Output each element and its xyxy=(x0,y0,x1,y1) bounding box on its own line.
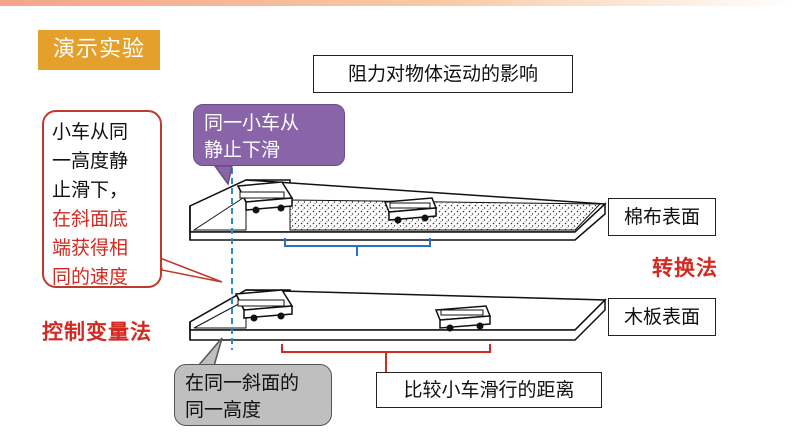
left-callout-pointer xyxy=(159,256,223,283)
bottom-cart-stopped xyxy=(434,305,492,332)
gray-line-2: 同一高度 xyxy=(185,399,262,421)
same-cart-callout: 同一小车从 静止下滑 xyxy=(193,104,345,166)
top-cart-start xyxy=(236,181,294,214)
bottom-distance-bracket xyxy=(281,344,491,353)
page-title: 阻力对物体运动的影响 xyxy=(313,55,573,93)
purple-callout-pointer xyxy=(213,165,233,186)
callout-line-3: 止滑下， xyxy=(52,179,129,201)
top-cart-stopped xyxy=(383,197,438,224)
callout-line-4: 在斜面底 xyxy=(52,208,129,230)
speed-explanation-callout: 小车从同 一高度静 止滑下， 在斜面底 端获得相 同的速度 xyxy=(42,110,162,288)
cotton-surface-label: 棉布表面 xyxy=(608,198,716,236)
callout-line-1: 小车从同 xyxy=(52,121,129,143)
control-variable-method-label: 控制变量法 xyxy=(42,320,152,344)
gray-line-1: 在同一斜面的 xyxy=(185,372,300,394)
conversion-method-label: 转换法 xyxy=(652,256,718,280)
gray-callout-pointer xyxy=(196,337,223,367)
distance-compare-label: 比较小车滑行的距离 xyxy=(376,372,602,408)
callout-line-6: 同的速度 xyxy=(52,266,129,288)
wood-surface-label: 木板表面 xyxy=(608,298,716,336)
top-decor-line xyxy=(0,0,794,6)
cotton-cloth-surface xyxy=(289,199,602,231)
section-badge: 演示实验 xyxy=(38,30,160,70)
callout-line-2: 一高度静 xyxy=(52,150,129,172)
same-height-callout: 在同一斜面的 同一高度 xyxy=(174,364,332,426)
purple-line-1: 同一小车从 xyxy=(204,112,300,134)
callout-line-5: 端获得相 xyxy=(52,237,129,259)
bottom-cart-start xyxy=(234,289,294,322)
purple-line-2: 静止下滑 xyxy=(204,139,281,161)
